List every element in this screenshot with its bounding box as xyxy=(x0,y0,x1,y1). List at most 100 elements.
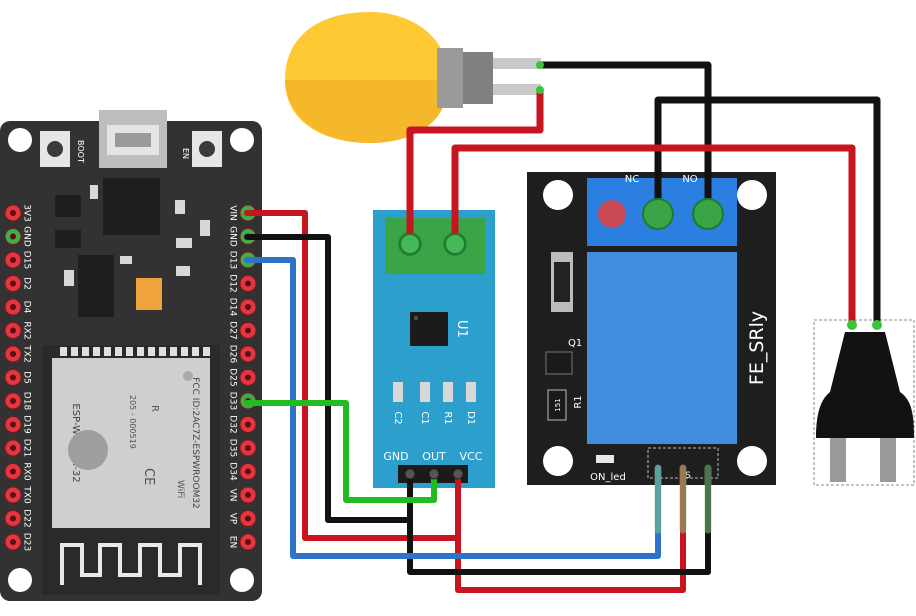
right-pin-label: D13 xyxy=(228,251,238,269)
component-labels: C2 C1 R1 D1 xyxy=(392,411,476,425)
pin-label-out: OUT xyxy=(422,450,446,463)
component-label-r1: R1 xyxy=(442,411,453,424)
pin-label-gnd: GND xyxy=(383,450,408,463)
resistor-code: 151 xyxy=(554,398,562,411)
wire-vin-vcc xyxy=(244,210,461,541)
plug-pin xyxy=(830,438,846,482)
wire-d33-out xyxy=(244,400,437,503)
mount-hole xyxy=(230,128,254,152)
right-pin-label: VP xyxy=(228,513,238,525)
left-pin-label: RX0 xyxy=(22,462,32,480)
left-pin-label: D2 xyxy=(22,277,32,290)
right-pin-label: D34 xyxy=(228,462,238,481)
left-pin-label: D23 xyxy=(22,533,32,551)
fcc-label: FCC ID:2AC7Z-ESPWROOM32 xyxy=(190,377,200,509)
left-pin-label: GND xyxy=(22,226,32,247)
on-led-label: ON_led xyxy=(590,472,626,483)
right-pin-label: EN xyxy=(228,536,238,548)
no-label: NO xyxy=(682,174,697,185)
right-pin-label: D12 xyxy=(228,274,238,292)
left-pin-label: RX2 xyxy=(22,321,32,339)
esp-wroom-module: FCC ID:2AC7Z-ESPWROOM32 ESP-WROOM-32 CE … xyxy=(42,345,220,595)
r1-label: R1 xyxy=(573,395,584,408)
on-led xyxy=(596,455,614,463)
signal-label: S xyxy=(685,471,691,481)
relay-coil xyxy=(587,252,737,444)
left-pin-label: D4 xyxy=(22,301,32,314)
right-pin-label: VIN xyxy=(228,205,238,221)
left-pin-label: D22 xyxy=(22,509,32,527)
acs-screw xyxy=(444,233,466,255)
left-pin-label: D5 xyxy=(22,371,32,384)
right-pin-label: D27 xyxy=(228,321,238,339)
wires xyxy=(244,61,881,593)
bulb-socket xyxy=(437,48,463,108)
relay-no-screw xyxy=(692,198,724,230)
connection-dots xyxy=(536,61,882,330)
relay-screws xyxy=(642,198,724,230)
wire-nc-plug xyxy=(654,96,881,329)
mount-hole xyxy=(8,568,32,592)
right-pin-label: D14 xyxy=(228,298,238,317)
right-pin-labels: VINGNDD13D12D14D27D26D25D33D32D35D34VNVP… xyxy=(228,205,238,548)
ce-label: CE xyxy=(141,468,156,485)
mount-hole xyxy=(737,180,767,210)
acs-screws xyxy=(399,233,466,255)
right-pin-label: D26 xyxy=(228,345,238,364)
acs-header-pins xyxy=(404,468,464,480)
component-label-c2: C2 xyxy=(392,411,403,424)
power-plug xyxy=(813,319,915,486)
boot-label: BOOT xyxy=(76,140,85,163)
right-pin-label: D25 xyxy=(228,368,238,386)
r-label: R xyxy=(149,405,160,412)
acs712-sensor: U1 C2 C1 R1 D1 GND OUT VCC xyxy=(373,210,495,488)
en-button xyxy=(192,131,222,167)
r-code: 205 - 000519 xyxy=(128,395,137,449)
en-label: EN xyxy=(181,148,190,159)
mount-hole xyxy=(543,180,573,210)
right-pin-label: D33 xyxy=(228,392,238,410)
wire-bulb-acs xyxy=(406,86,544,248)
wifi-label: WiFi xyxy=(175,480,185,498)
right-header xyxy=(239,204,257,551)
module-pins xyxy=(60,347,210,356)
wire-bulb-no xyxy=(536,61,712,219)
boot-button xyxy=(40,131,70,167)
component-label-d1: D1 xyxy=(465,411,476,425)
coil-label: FE_SRly xyxy=(746,311,768,385)
right-pin-label: GND xyxy=(228,226,238,247)
relay-nc-screw xyxy=(642,198,674,230)
pin-label-vcc: VCC xyxy=(460,450,483,463)
component-label-c1: C1 xyxy=(419,411,430,424)
usb-uart-chip xyxy=(103,178,160,235)
wire-plug-acs xyxy=(451,144,856,329)
mount-hole xyxy=(543,446,573,476)
right-pin-label: VN xyxy=(228,489,238,502)
acs-screw xyxy=(399,233,421,255)
plug-pin xyxy=(880,438,896,482)
chip-label: U1 xyxy=(454,320,469,338)
left-pin-label: D18 xyxy=(22,392,32,411)
plug-body xyxy=(816,332,914,438)
light-bulb xyxy=(285,12,541,143)
right-pin-label: D35 xyxy=(228,439,238,457)
left-pin-label: D21 xyxy=(22,439,32,457)
capacitor xyxy=(136,278,162,310)
esp32-board: BOOT EN FCC ID:2AC7Z-ESPWROOM32 ESP-WROO… xyxy=(0,110,262,601)
mount-hole xyxy=(230,568,254,592)
mount-hole xyxy=(737,446,767,476)
left-pin-label: TX0 xyxy=(22,485,32,504)
bulb-terminal xyxy=(493,84,541,95)
wire-gnd xyxy=(244,234,413,523)
q1-label: Q1 xyxy=(568,338,582,349)
left-pin-label: TX2 xyxy=(22,344,32,362)
left-header xyxy=(4,204,22,551)
nc-label: NC xyxy=(625,174,639,185)
antenna xyxy=(60,543,202,585)
bulb-terminal xyxy=(493,58,541,69)
left-pin-label: D15 xyxy=(22,251,32,269)
left-pin-label: D19 xyxy=(22,415,32,434)
voltage-regulator xyxy=(78,255,114,317)
left-pin-label: 3V3 xyxy=(22,204,32,222)
